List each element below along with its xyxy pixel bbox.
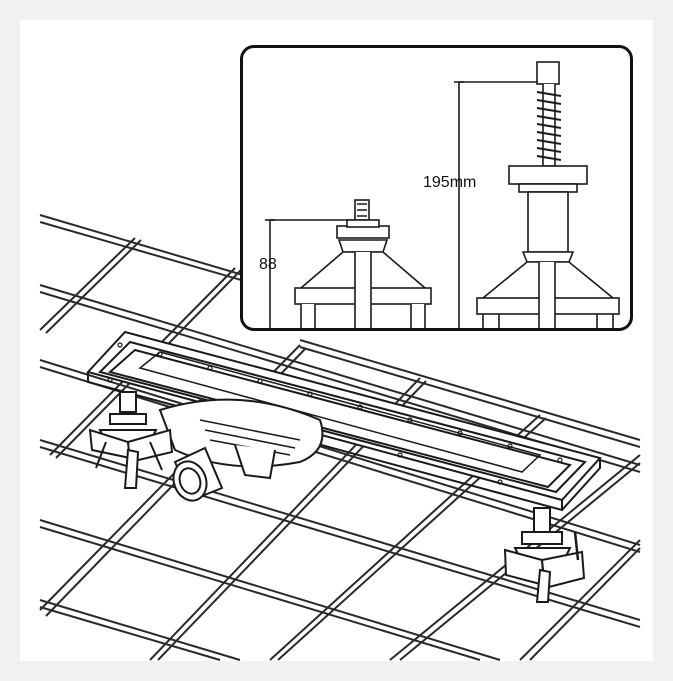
short-dimension-label: 88 (259, 256, 277, 273)
leg-height-drawing (265, 61, 620, 328)
short-adjustable-leg (294, 199, 432, 328)
tall-adjustable-leg (476, 61, 620, 328)
linear-drain-channel (86, 330, 602, 512)
outlet-pipe (172, 446, 224, 502)
left-adjustable-foot (88, 391, 174, 489)
floor-tile-grid (39, 214, 641, 661)
height-detail-inset: 88 195mm (240, 45, 633, 331)
tall-dimension-label: 195mm (423, 174, 477, 191)
tall-dimension-line (454, 81, 543, 328)
right-adjustable-foot (503, 507, 586, 603)
